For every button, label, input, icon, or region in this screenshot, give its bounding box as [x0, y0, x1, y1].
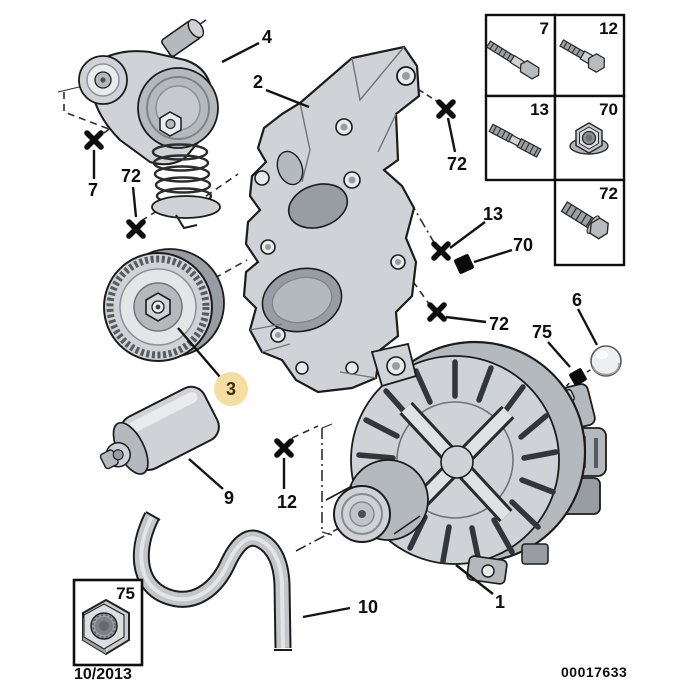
legend-bolt-12-icon	[559, 39, 605, 73]
hex-nut-75-icon	[82, 598, 130, 656]
nut-silhouette-70	[454, 254, 474, 274]
tensioner-drawing	[78, 18, 221, 230]
alternator-drawing	[325, 340, 607, 585]
fastener-x-markers	[84, 99, 456, 458]
callout-4[interactable]: 4	[261, 27, 273, 47]
legend-stud-13-icon	[488, 123, 542, 158]
legend-bolt-72-icon	[560, 201, 609, 240]
pulley-drawing	[103, 248, 225, 362]
callout-1[interactable]: 1	[494, 592, 506, 612]
callout-13[interactable]: 13	[482, 204, 504, 224]
callout-2[interactable]: 2	[252, 72, 264, 92]
alternator-bottom-lug	[466, 555, 508, 585]
alternator-pulley	[325, 459, 429, 543]
callout-7[interactable]: 7	[87, 180, 99, 200]
damper-drawing	[99, 385, 220, 475]
alternator-top-ear	[370, 342, 418, 388]
legend-nut-70-icon	[569, 122, 609, 155]
revision-date: 10/2013	[74, 666, 132, 683]
nut-silhouette-75	[569, 368, 587, 386]
legend-label-7: 7	[539, 19, 549, 38]
callout-3-highlight	[214, 372, 248, 406]
bracket-drawing	[242, 45, 421, 394]
stamp-box-label-75: 75	[116, 584, 135, 603]
legend-label-72: 72	[599, 184, 618, 203]
callout-70[interactable]: 70	[512, 235, 534, 255]
cap-ball-drawing	[590, 345, 622, 377]
callout-6[interactable]: 6	[571, 290, 583, 310]
stamp-box	[72, 578, 144, 667]
callout-72-a[interactable]: 72	[120, 166, 142, 186]
callout-72-c[interactable]: 72	[488, 314, 510, 334]
legend-bolt-7-icon	[485, 40, 540, 80]
callout-12[interactable]: 12	[276, 492, 298, 512]
legend-label-13: 13	[530, 100, 549, 119]
drawing-number: 00017633	[561, 664, 628, 680]
leader-lines	[92, 41, 599, 619]
legend-label-12: 12	[599, 19, 618, 38]
callout-75[interactable]: 75	[531, 322, 553, 342]
callout-10[interactable]: 10	[357, 597, 379, 617]
legend-label-70: 70	[599, 100, 618, 119]
belt-drawing	[132, 511, 292, 651]
callout-3-selected[interactable]: 3	[225, 379, 237, 399]
callout-9[interactable]: 9	[223, 488, 235, 508]
assembly-axis-lines	[57, 19, 599, 552]
callout-72-b[interactable]: 72	[446, 154, 468, 174]
tensioner-stub	[161, 18, 205, 57]
